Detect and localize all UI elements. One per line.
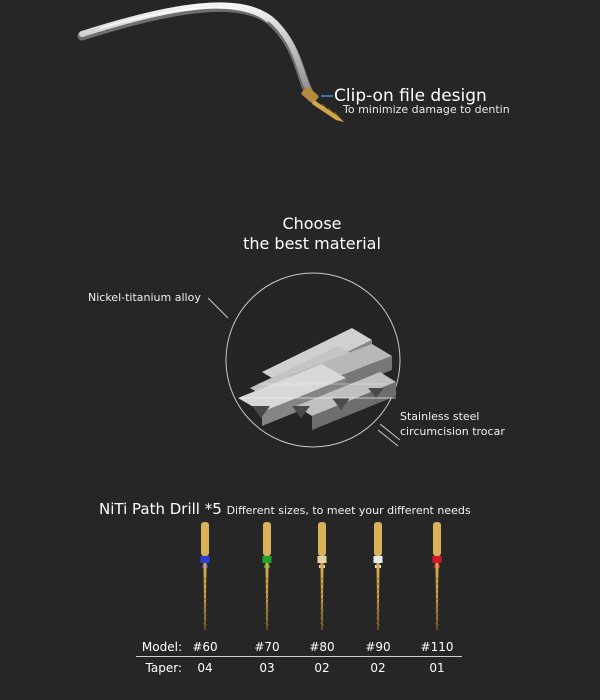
drill-flute bbox=[203, 617, 207, 621]
nickel-titanium-label: Nickel-titanium alloy bbox=[88, 291, 201, 304]
drill-flute bbox=[435, 617, 439, 621]
taper-value: 01 bbox=[429, 661, 445, 675]
drill-flute bbox=[203, 597, 207, 601]
drill-flute bbox=[376, 617, 380, 621]
model-value: #80 bbox=[309, 640, 335, 654]
drill-flute bbox=[435, 622, 439, 626]
taper-value: 03 bbox=[259, 661, 275, 675]
drill-section-title: NiTi Path Drill *5 Different sizes, to m… bbox=[99, 500, 471, 518]
drill-flute bbox=[203, 577, 207, 581]
drill-flute bbox=[265, 592, 269, 596]
drill-flute bbox=[376, 602, 380, 606]
drill-flute bbox=[320, 582, 324, 586]
drill-flute bbox=[265, 617, 269, 621]
drill-flute bbox=[265, 602, 269, 606]
drill-handle bbox=[374, 522, 382, 556]
drill-flute bbox=[435, 607, 439, 611]
drill-flute bbox=[320, 622, 324, 626]
drill-flute bbox=[376, 592, 380, 596]
drill-flute bbox=[265, 607, 269, 611]
drill-color-band bbox=[200, 556, 210, 563]
stainless-steel-label-line2: circumcision trocar bbox=[400, 425, 505, 438]
material-illustration bbox=[207, 272, 401, 448]
clip-on-title: Clip-on file design bbox=[334, 86, 487, 106]
drill-title-text: NiTi Path Drill *5 bbox=[99, 500, 222, 518]
material-heading-line2: the best material bbox=[243, 234, 381, 253]
drill-flute bbox=[320, 617, 324, 621]
drill-file-0 bbox=[200, 522, 210, 630]
drill-file-4 bbox=[432, 522, 442, 630]
taper-label: Taper: bbox=[145, 661, 182, 675]
drill-subtitle-text: Different sizes, to meet your different … bbox=[226, 504, 471, 517]
model-value: #90 bbox=[365, 640, 391, 654]
drill-flute bbox=[265, 582, 269, 586]
drill-flute bbox=[435, 592, 439, 596]
stainless-steel-label: Stainless steel circumcision trocar bbox=[400, 409, 505, 439]
drill-color-band bbox=[373, 556, 383, 563]
taper-value: 02 bbox=[314, 661, 330, 675]
table-divider bbox=[136, 656, 462, 657]
drill-handle bbox=[318, 522, 326, 556]
drill-flute bbox=[203, 602, 207, 606]
model-label: Model: bbox=[141, 640, 182, 654]
drill-color-band bbox=[262, 556, 272, 563]
drill-flute bbox=[376, 597, 380, 601]
drill-color-band bbox=[432, 556, 442, 563]
drill-flute bbox=[435, 577, 439, 581]
steel-bars bbox=[238, 328, 396, 430]
drill-flute bbox=[376, 587, 380, 591]
drill-flute bbox=[435, 602, 439, 606]
drill-files bbox=[200, 522, 442, 630]
drill-flute bbox=[320, 612, 324, 616]
drill-flute bbox=[203, 582, 207, 586]
material-heading-line1: Choose bbox=[282, 214, 342, 233]
model-value: #110 bbox=[420, 640, 454, 654]
drill-flute bbox=[203, 607, 207, 611]
handpiece-image bbox=[77, 2, 344, 122]
drill-handle bbox=[263, 522, 271, 556]
drill-flute bbox=[265, 577, 269, 581]
drill-flute bbox=[265, 622, 269, 626]
drill-flute bbox=[376, 577, 380, 581]
drill-flute bbox=[320, 587, 324, 591]
drill-flute bbox=[435, 582, 439, 586]
drill-flute bbox=[265, 612, 269, 616]
drill-flute bbox=[376, 612, 380, 616]
drill-handle bbox=[201, 522, 209, 556]
taper-value: 02 bbox=[370, 661, 386, 675]
drill-flute bbox=[320, 597, 324, 601]
drill-flute bbox=[435, 587, 439, 591]
drill-flute bbox=[435, 597, 439, 601]
clip-on-subtitle: To minimize damage to dentin bbox=[343, 103, 510, 116]
drill-flute bbox=[376, 622, 380, 626]
drill-file-2 bbox=[317, 522, 327, 630]
drill-flute bbox=[203, 612, 207, 616]
drill-flute bbox=[376, 607, 380, 611]
drill-handle bbox=[433, 522, 441, 556]
drill-flute bbox=[435, 612, 439, 616]
drill-file-3 bbox=[373, 522, 383, 630]
drill-flute bbox=[203, 587, 207, 591]
drill-flute bbox=[320, 607, 324, 611]
drill-flute bbox=[320, 577, 324, 581]
drill-flute bbox=[320, 592, 324, 596]
drill-flute bbox=[376, 582, 380, 586]
stainless-steel-label-line1: Stainless steel bbox=[400, 410, 480, 423]
taper-value: 04 bbox=[197, 661, 213, 675]
drill-flute bbox=[203, 622, 207, 626]
drill-flute bbox=[320, 602, 324, 606]
drill-flute bbox=[203, 592, 207, 596]
drill-color-band bbox=[317, 556, 327, 563]
drill-file-1 bbox=[262, 522, 272, 630]
drill-flute bbox=[265, 587, 269, 591]
drill-flute bbox=[265, 597, 269, 601]
model-value: #70 bbox=[254, 640, 280, 654]
model-value: #60 bbox=[192, 640, 218, 654]
